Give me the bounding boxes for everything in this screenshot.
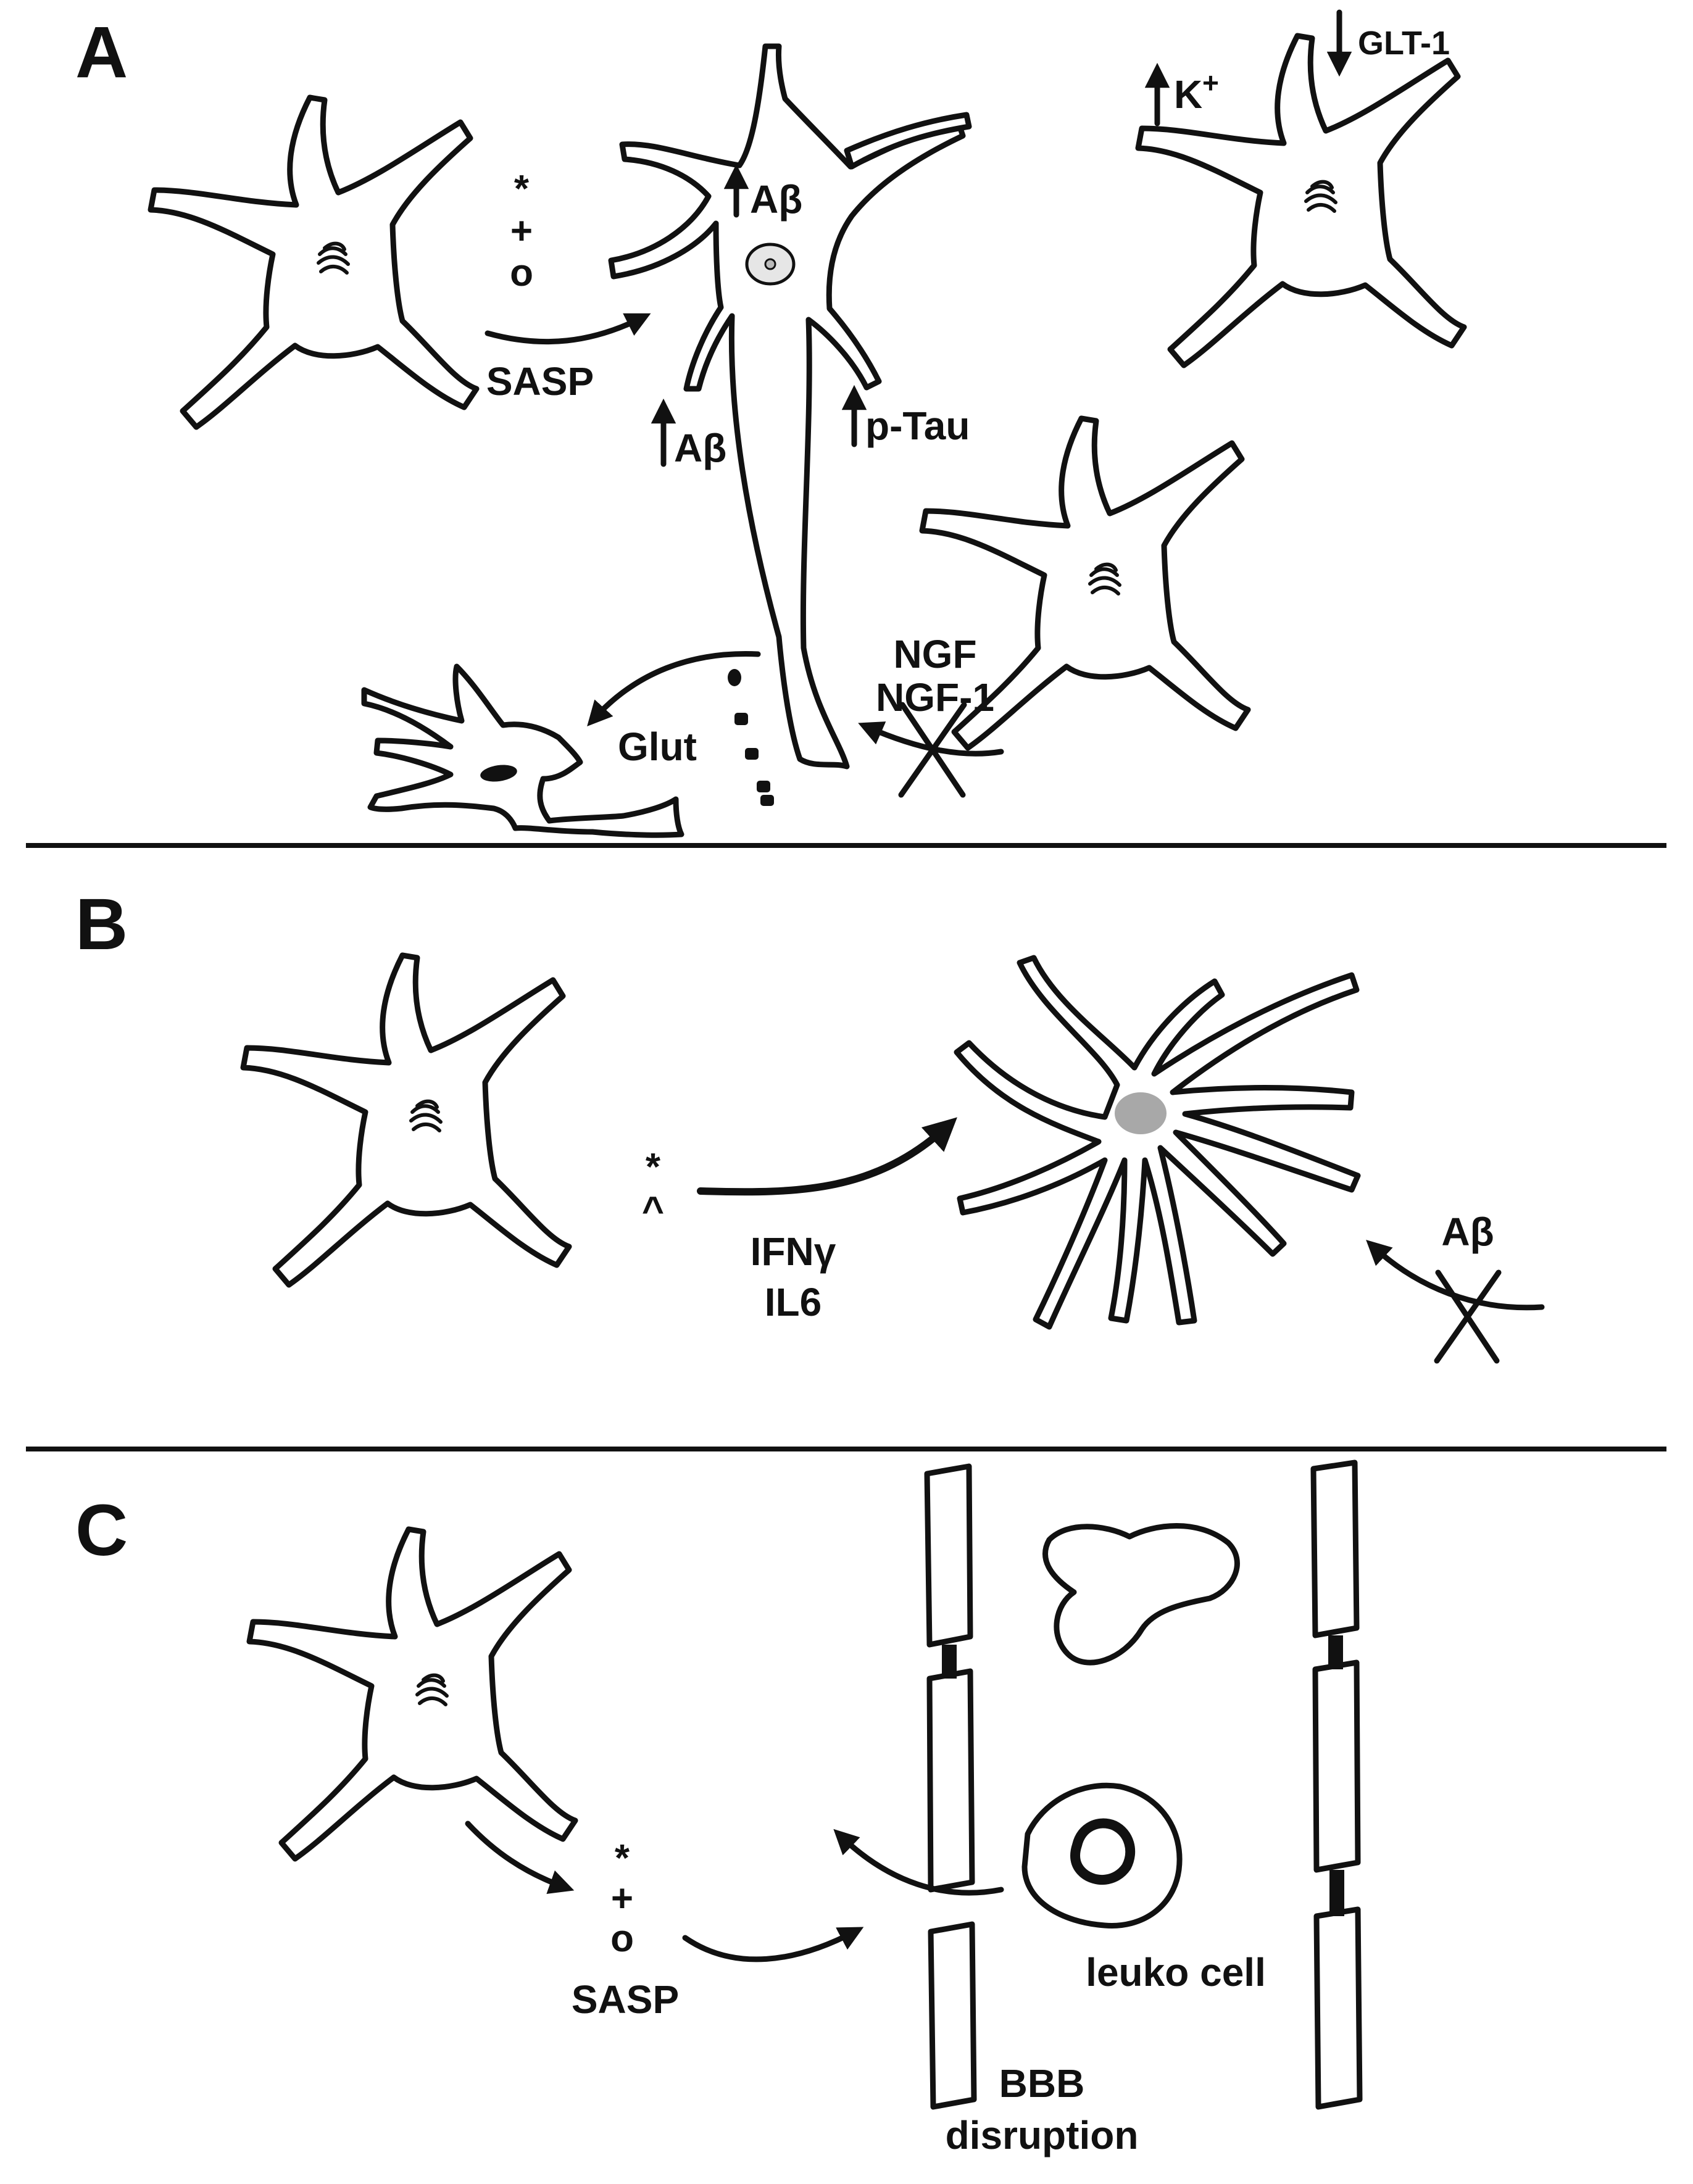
tight-junction-right-top <box>1328 1635 1343 1669</box>
sasp-symbol-circle-c: o <box>610 1917 634 1960</box>
leukocyte-migration-arrow <box>833 1829 1004 1896</box>
leukocyte <box>1021 1782 1183 1929</box>
abeta-label-left: Aβ <box>674 426 726 470</box>
senescent-astrocyte-a <box>151 98 476 427</box>
sasp-symbol-asterisk: * <box>514 168 530 210</box>
bbb-label: BBB <box>999 2061 1085 2106</box>
vessel-wall-left <box>924 1463 977 2110</box>
panel-c-label: C <box>75 1490 128 1571</box>
glutamate-arrow <box>587 651 761 726</box>
symbol-caret-b: ^ <box>642 1189 664 1232</box>
sasp-symbols-c: * + o <box>610 1837 634 1960</box>
glt1-label: GLT-1 <box>1358 25 1450 62</box>
potassium-charge: + <box>1202 67 1219 99</box>
senescent-astrocyte-c <box>249 1529 575 1859</box>
abeta-blocked-cross <box>1434 1269 1502 1364</box>
sasp-symbol-circle: o <box>510 252 533 294</box>
sasp-symbol-asterisk-c: * <box>615 1837 630 1880</box>
ptau-label: p-Tau <box>865 404 970 448</box>
sasp-to-bbb-arrow <box>682 1927 864 1962</box>
sasp-symbol-plus: + <box>510 210 533 252</box>
potassium-label: K <box>1174 72 1202 117</box>
ngf-label: NGF <box>893 632 976 676</box>
ngf1-label: NGF-1 <box>876 675 994 720</box>
glutamate-vesicles <box>728 669 774 806</box>
il6-label: IL6 <box>765 1280 822 1324</box>
neuron-nucleolus <box>764 258 776 270</box>
tight-junction-right-bottom <box>1329 1870 1344 1916</box>
symbols-b: * ^ <box>642 1146 664 1232</box>
red-blood-cell <box>1042 1523 1240 1666</box>
panel-a-label: A <box>75 12 128 93</box>
abeta-label-top: Aβ <box>750 177 802 222</box>
ngf-arrow <box>858 721 1004 757</box>
symbol-asterisk-b: * <box>646 1146 661 1189</box>
sasp-symbols-a: * + o <box>510 168 533 294</box>
reactive-astrocyte <box>954 955 1361 1330</box>
sasp-symbol-plus-c: + <box>611 1877 633 1920</box>
senescent-astrocyte-b <box>243 955 569 1285</box>
sasp-arrow-a <box>485 313 651 345</box>
panel-b-label: B <box>75 884 128 965</box>
disruption-label: disruption <box>946 2113 1139 2157</box>
leuko-cell-label: leuko cell <box>1086 1950 1266 1995</box>
sasp-label-a: SASP <box>486 359 594 404</box>
abeta-label-b: Aβ <box>1441 1210 1494 1254</box>
vessel-wall-right <box>1310 1459 1363 2110</box>
ifng-label: IFNγ <box>751 1229 836 1274</box>
damaged-neuron <box>361 663 684 838</box>
ngf-blocked-cross <box>898 702 967 798</box>
sasp-release-arrow-c <box>465 1821 575 1894</box>
neuron <box>608 43 972 770</box>
tight-junction <box>942 1645 957 1679</box>
reactive-astrocyte-nucleus <box>1115 1092 1167 1134</box>
sasp-label-c: SASP <box>572 1977 679 2022</box>
ifng-arrow <box>697 1117 957 1196</box>
glut-label: Glut <box>618 725 697 769</box>
